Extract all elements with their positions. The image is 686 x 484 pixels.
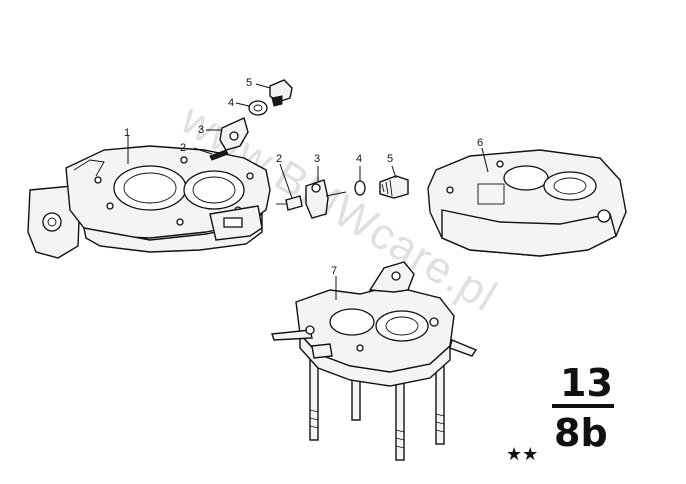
part-1-base-plate xyxy=(27,136,271,259)
callout-3b: 3 xyxy=(314,153,320,165)
part-2-jet-lower xyxy=(276,163,303,211)
part-5-plug-lower xyxy=(379,165,409,199)
part-3-body-lower xyxy=(305,166,347,219)
part-2-jet-upper xyxy=(193,147,229,161)
callout-1: 1 xyxy=(124,127,130,139)
section-code-top: 13 xyxy=(560,361,613,405)
part-4-washer-lower xyxy=(354,166,366,196)
part-3-body-upper xyxy=(206,117,249,151)
part-5-plug-upper xyxy=(255,79,293,107)
callout-2a: 2 xyxy=(180,142,186,154)
part-4-washer-upper xyxy=(235,100,268,116)
part-6-carburettor-body xyxy=(427,147,627,257)
callout-5b: 5 xyxy=(387,153,393,165)
section-code-bottom: 8b xyxy=(554,411,608,455)
part-7-flange-with-studs xyxy=(271,261,478,461)
callout-7: 7 xyxy=(331,265,337,277)
callout-6: 6 xyxy=(477,137,483,149)
callout-4a: 4 xyxy=(228,97,234,109)
section-code: 13 8b xyxy=(552,361,614,455)
callout-4b: 4 xyxy=(356,153,362,165)
callout-2b: 2 xyxy=(276,153,282,165)
stars-marker: ★★ xyxy=(506,444,538,465)
callout-5a: 5 xyxy=(246,77,252,89)
callout-3a: 3 xyxy=(198,124,204,136)
